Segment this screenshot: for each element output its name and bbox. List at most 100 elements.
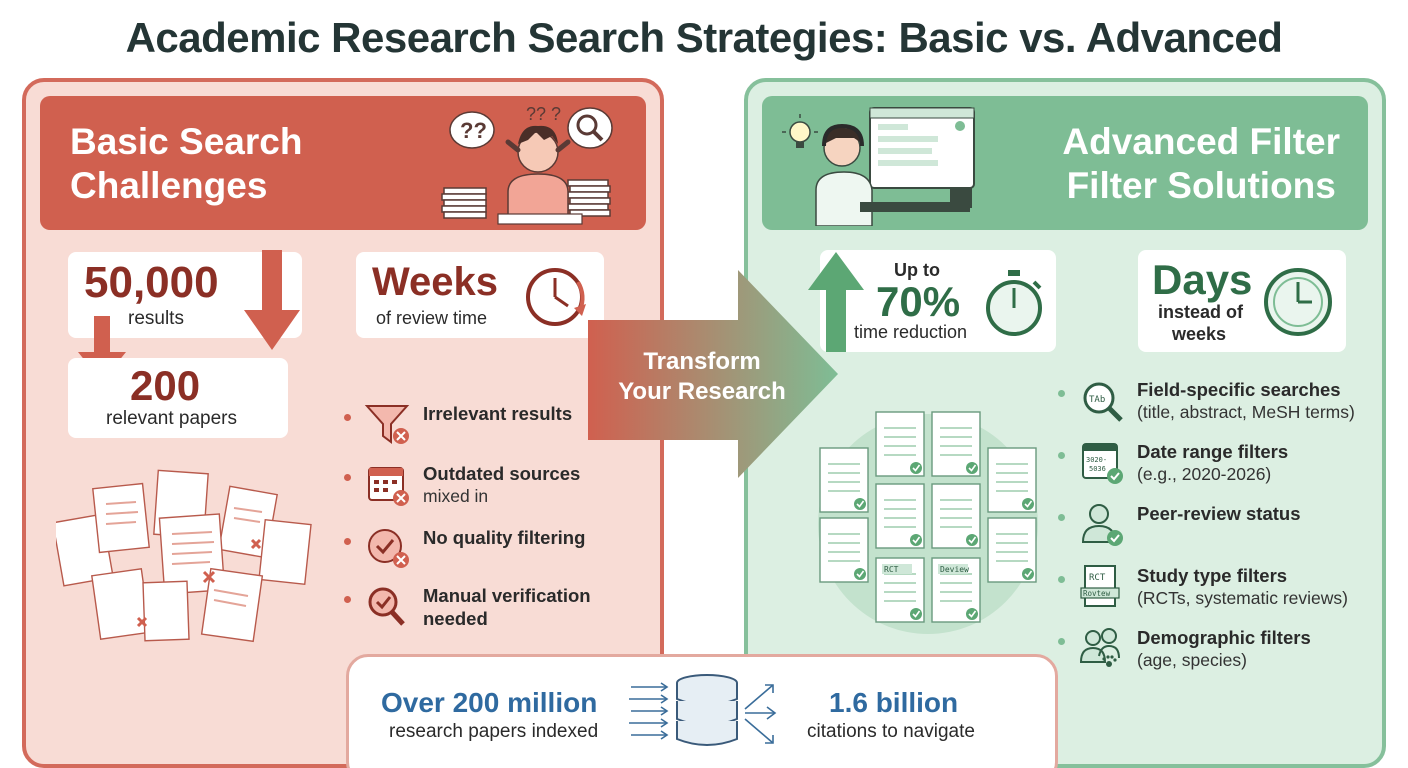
organized-document-icon	[987, 447, 1037, 513]
bullet-outdated-sources: Outdated sources mixed in	[344, 462, 580, 508]
doc-tag-label: RCT	[884, 565, 899, 574]
down-arrow-icon	[244, 250, 300, 350]
bullet-dot	[344, 414, 351, 421]
svg-text:3020-: 3020-	[1086, 456, 1107, 464]
organized-document-icon	[931, 411, 981, 477]
bullet-sub: (age, species)	[1137, 650, 1247, 670]
advanced-filter-banner: Advanced Filter Filter Solutions	[762, 96, 1368, 230]
days-label-line1: instead of	[1158, 302, 1244, 322]
icon-review-text: Rovtew	[1083, 589, 1111, 598]
bullet-dot	[344, 538, 351, 545]
reduction-prefix: Up to	[894, 260, 940, 280]
bullet-sub: (title, abstract, MeSH terms)	[1137, 402, 1355, 422]
weeks-value: Weeks	[372, 260, 499, 304]
citations-label: citations to navigate	[807, 721, 975, 742]
organized-document-icon	[819, 447, 869, 513]
scattered-papers-illustration	[56, 469, 312, 643]
organized-document-icon	[875, 483, 925, 549]
days-label-line2: weeks	[1172, 324, 1227, 344]
organized-document-icon	[987, 517, 1037, 583]
basic-heading-line2: Challenges	[70, 165, 268, 206]
papers-count: Over 200 million	[381, 687, 598, 718]
organized-document-icon	[931, 483, 981, 549]
svg-text:?? ?: ?? ?	[526, 104, 561, 124]
bullet-main: Demographic filters	[1137, 627, 1311, 648]
researcher-computer-illustration	[782, 107, 975, 226]
relevant-label: relevant papers	[106, 408, 237, 429]
bullet-sub: (e.g., 2020-2026)	[1137, 464, 1272, 484]
page-title: Academic Research Search Strategies: Bas…	[125, 14, 1283, 61]
document-rct-icon: RCT Rovtew	[1080, 565, 1120, 607]
organized-document-icon	[875, 411, 925, 477]
bullet-no-quality-filtering: No quality filtering	[344, 526, 585, 572]
bullet-dot	[1058, 452, 1065, 459]
clock-icon	[526, 268, 586, 326]
arrow-line2: Your Research	[618, 378, 786, 405]
bullet-dot	[1058, 576, 1065, 583]
bullet-field-specific: TAb Field-specific searches (title, abst…	[1058, 378, 1355, 424]
bullet-sub: (RCTs, systematic reviews)	[1137, 588, 1348, 608]
advanced-filter-heading: Advanced Filter Filter Solutions	[1062, 120, 1340, 208]
bullet-manual-verification: Manual verification needed	[344, 584, 591, 630]
organized-document-icon	[819, 517, 869, 583]
magnifier-text-icon: TAb	[1083, 382, 1123, 422]
bullet-dot	[1058, 514, 1065, 521]
bullet-dot	[344, 474, 351, 481]
bullet-date-range: 3020- 5036 Date range filters (e.g., 202…	[1058, 440, 1288, 486]
check-x-icon	[368, 529, 409, 568]
transform-arrow	[588, 270, 838, 478]
stressed-researcher-illustration: ?? ?? ?	[441, 104, 613, 225]
calendar-check-icon: 3020- 5036	[1082, 443, 1123, 484]
svg-text:5036: 5036	[1089, 465, 1106, 473]
organized-papers-illustration: RCT Deview	[818, 411, 1038, 634]
bullet-dot	[344, 596, 351, 603]
clock-icon	[1264, 268, 1332, 336]
bullet-demographic: Demographic filters (age, species)	[1058, 626, 1311, 672]
bullet-main: Irrelevant results	[423, 403, 573, 424]
papers-label: research papers indexed	[389, 721, 599, 742]
basic-search-banner: Basic Search Challenges ?? ?? ?	[40, 96, 646, 230]
transform-arrow-label: Transform Your Research	[594, 347, 810, 407]
bullet-irrelevant-results: Irrelevant results	[344, 402, 572, 448]
advanced-heading-line1: Advanced Filter	[1062, 121, 1340, 162]
magnifier-check-icon	[368, 587, 405, 626]
relevant-papers-card: 200 relevant papers	[68, 358, 288, 438]
database-stats-box: Over 200 million research papers indexed…	[346, 654, 1058, 768]
icon-text: RCT	[1089, 573, 1106, 583]
weeks-label: of review time	[376, 308, 488, 328]
bullet-dot	[1058, 638, 1065, 645]
results-label: results	[128, 308, 184, 329]
icon-text: TAb	[1089, 395, 1105, 405]
relevant-count: 200	[130, 362, 201, 409]
bullet-study-type: RCT Rovtew Study type filters (RCTs, sys…	[1058, 564, 1348, 610]
up-arrow-icon	[808, 252, 864, 352]
bullet-main: Peer-review status	[1137, 503, 1301, 524]
weeks-stat-card: Weeks of review time	[356, 252, 604, 338]
bullet-sub: needed	[423, 608, 488, 629]
citations-count: 1.6 billion	[829, 687, 959, 718]
days-value: Days	[1152, 256, 1253, 303]
calendar-x-icon	[368, 467, 409, 506]
reduction-value: 70%	[876, 278, 961, 325]
time-reduction-card: Up to 70% time reduction	[820, 250, 1056, 352]
basic-heading-line1: Basic Search	[70, 121, 303, 162]
bullet-main: Outdated sources	[423, 463, 581, 484]
people-paw-icon	[1079, 628, 1120, 667]
person-check-icon	[1081, 504, 1123, 546]
bullet-peer-review: Peer-review status	[1058, 502, 1301, 548]
reduction-label: time reduction	[854, 322, 968, 342]
funnel-x-icon	[364, 405, 410, 444]
doc-tag-label: Deview	[940, 565, 969, 574]
bullet-main: Manual verification	[423, 585, 591, 606]
arrow-line1: Transform	[643, 348, 761, 375]
bullet-main: Study type filters	[1137, 565, 1288, 586]
days-stat-card: Days instead of weeks	[1138, 250, 1346, 352]
results-count: 50,000	[84, 258, 219, 307]
bullet-main: Field-specific searches	[1137, 379, 1341, 400]
svg-text:??: ??	[460, 118, 487, 143]
basic-search-heading: Basic Search Challenges	[70, 120, 302, 208]
bullet-dot	[1058, 390, 1065, 397]
doc-tag-background	[938, 564, 968, 574]
stopwatch-icon	[986, 270, 1042, 336]
bullet-main: Date range filters	[1137, 441, 1289, 462]
